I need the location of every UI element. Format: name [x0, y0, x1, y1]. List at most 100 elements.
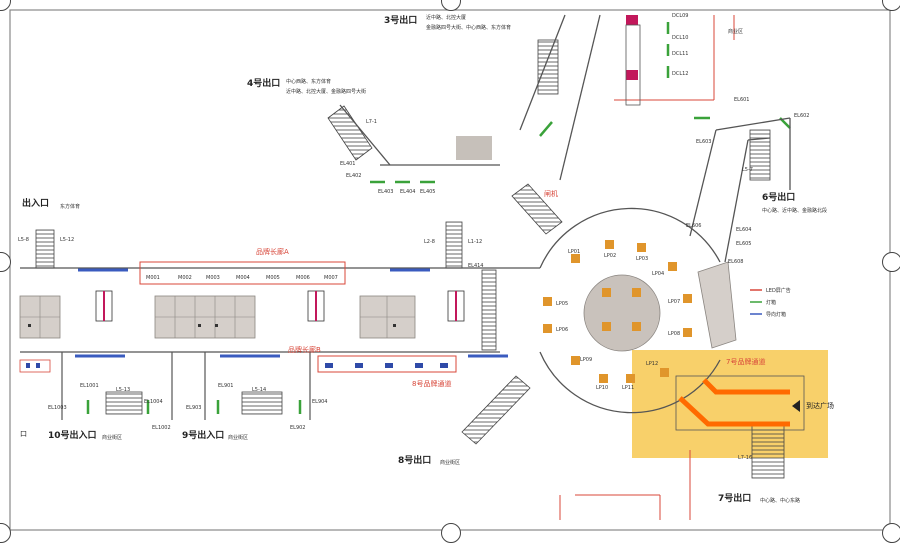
ring-lp08: LP08 [668, 331, 681, 337]
small-ad-frame-left [19, 359, 51, 373]
ring-lp06: LP06 [556, 327, 569, 333]
code-dcl12: DCL12 [672, 71, 689, 77]
top-right-magenta [626, 15, 638, 80]
exit7-red-lines [559, 450, 691, 520]
code-el401: EL401 [340, 161, 356, 167]
ring-lp04: LP04 [652, 271, 665, 277]
ring-lp12: LP12 [646, 361, 659, 367]
code-el604: EL604 [736, 227, 752, 233]
ring-lp09: LP09 [580, 357, 593, 363]
exit7-hall [675, 375, 805, 431]
ring-lp10: LP10 [596, 385, 609, 391]
exit5-title: 出入口 [22, 199, 50, 209]
red-label-corridor-b: 品牌长廊B [288, 346, 321, 354]
top-right-red-frames [614, 15, 735, 101]
code-el602: EL602 [794, 113, 810, 119]
central-platform [583, 274, 661, 352]
ring-lp03: LP03 [636, 256, 649, 262]
bottom-exits [61, 352, 311, 420]
stair-blocks [35, 39, 785, 479]
gate-magenta [103, 291, 457, 321]
main-concourse [20, 267, 540, 353]
legend-lines [750, 289, 762, 315]
label-arrival-plaza: 到达广场 [806, 402, 834, 410]
exit3-desc2: 金融路四号大街、中心西路、东方体育 [426, 25, 512, 31]
ring-lp11: LP11 [622, 385, 635, 391]
code-dcl11: DCL11 [672, 51, 689, 57]
ring-lp07: LP07 [668, 299, 681, 305]
code-el603: EL603 [696, 139, 712, 145]
shop-m007: M007 [324, 275, 338, 281]
code-dcl10: DCL10 [672, 35, 689, 41]
exit4-desc2: 近中路、北控大厦、金融路四号大街 [286, 89, 367, 95]
blue-panel-row [26, 363, 448, 368]
east-escalator [697, 261, 737, 349]
red-label-route7: 7号品牌通道 [726, 358, 766, 366]
stair-l5-7: L5-7 [742, 167, 753, 173]
exit7-title: 7号出口 [718, 494, 752, 504]
stair-l5-12: L5-12 [60, 237, 75, 243]
ring-lp02: LP02 [604, 253, 617, 259]
code-el403: EL403 [378, 189, 394, 195]
resize-handle-right[interactable] [882, 252, 900, 272]
shop-m001: M001 [146, 275, 160, 281]
resize-handle-top-right[interactable] [882, 0, 900, 11]
exit3-title: 3号出口 [384, 16, 418, 26]
exit3-desc1: 近中路、北控大厦 [426, 15, 467, 21]
ring-lp01: LP01 [568, 249, 581, 255]
stair-l5-8: L5-8 [18, 237, 29, 243]
shop-m006: M006 [296, 275, 310, 281]
equipment-room [456, 136, 492, 160]
code-el903: EL903 [186, 405, 202, 411]
code-el402: EL402 [346, 173, 362, 179]
resize-handle-bottom-center[interactable] [441, 523, 461, 543]
stair-l7-16: L7-16 [738, 455, 753, 461]
resize-handle-bottom-right[interactable] [882, 523, 900, 543]
stair-diagonals [327, 105, 563, 445]
exit8-title: 8号出口 [398, 456, 432, 466]
exit6-title: 6号出口 [762, 193, 796, 203]
code-el1002: EL1002 [152, 425, 171, 431]
legend-lightbox: 灯箱 [766, 300, 777, 306]
shop-m005: M005 [266, 275, 280, 281]
red-label-corridor-a: 品牌长廊A [256, 248, 289, 256]
code-el1003: EL1003 [48, 405, 67, 411]
code-el904: EL904 [312, 399, 328, 405]
exit6-desc: 中心路、近中路、金融路北段 [762, 208, 828, 214]
code-el902: EL902 [290, 425, 306, 431]
exit8-desc: 商业街区 [440, 460, 461, 466]
exit7-desc: 中心路、中心东路 [760, 498, 801, 504]
code-dcl09: DCL09 [672, 13, 689, 19]
code-el608: EL608 [728, 259, 744, 265]
shop-m004: M004 [236, 275, 250, 281]
platform-grid [20, 296, 415, 338]
brand-corridor-b-frame [317, 355, 457, 373]
exit6-corridor [689, 117, 791, 263]
top-right-shaft [625, 24, 641, 106]
red-label-gate: 闸机 [544, 190, 558, 198]
code-el414: EL414 [468, 263, 484, 269]
exit5-desc: 东方体育 [60, 204, 81, 210]
red-label-top-area: 商业区 [728, 29, 744, 35]
code-el1004: EL1004 [144, 399, 163, 405]
platform-dots [28, 324, 396, 327]
exit10-title: 10号出入口 [48, 431, 97, 441]
exit9-title: 9号出入口 [182, 431, 225, 441]
code-el901: EL901 [218, 383, 234, 389]
exit9-desc: 商业街区 [228, 435, 249, 441]
code-el606: EL606 [686, 223, 702, 229]
rotunda [539, 207, 721, 414]
exit4-desc1: 中心西路、东方体育 [286, 79, 332, 85]
code-el405: EL405 [420, 189, 436, 195]
stair-l5-13: L5-13 [116, 387, 131, 393]
code-el404: EL404 [400, 189, 416, 195]
exit4-title: 4号出口 [247, 79, 281, 89]
ring-lp05: LP05 [556, 301, 569, 307]
arrow-to-plaza-icon [792, 400, 800, 412]
red-label-corridor-c: 8号品牌通道 [412, 380, 452, 388]
bottom-left-mark: 口 [20, 430, 27, 438]
stair-l5-14: L5-14 [252, 387, 267, 393]
exit3-corridor [339, 14, 601, 181]
pillars [543, 240, 692, 383]
